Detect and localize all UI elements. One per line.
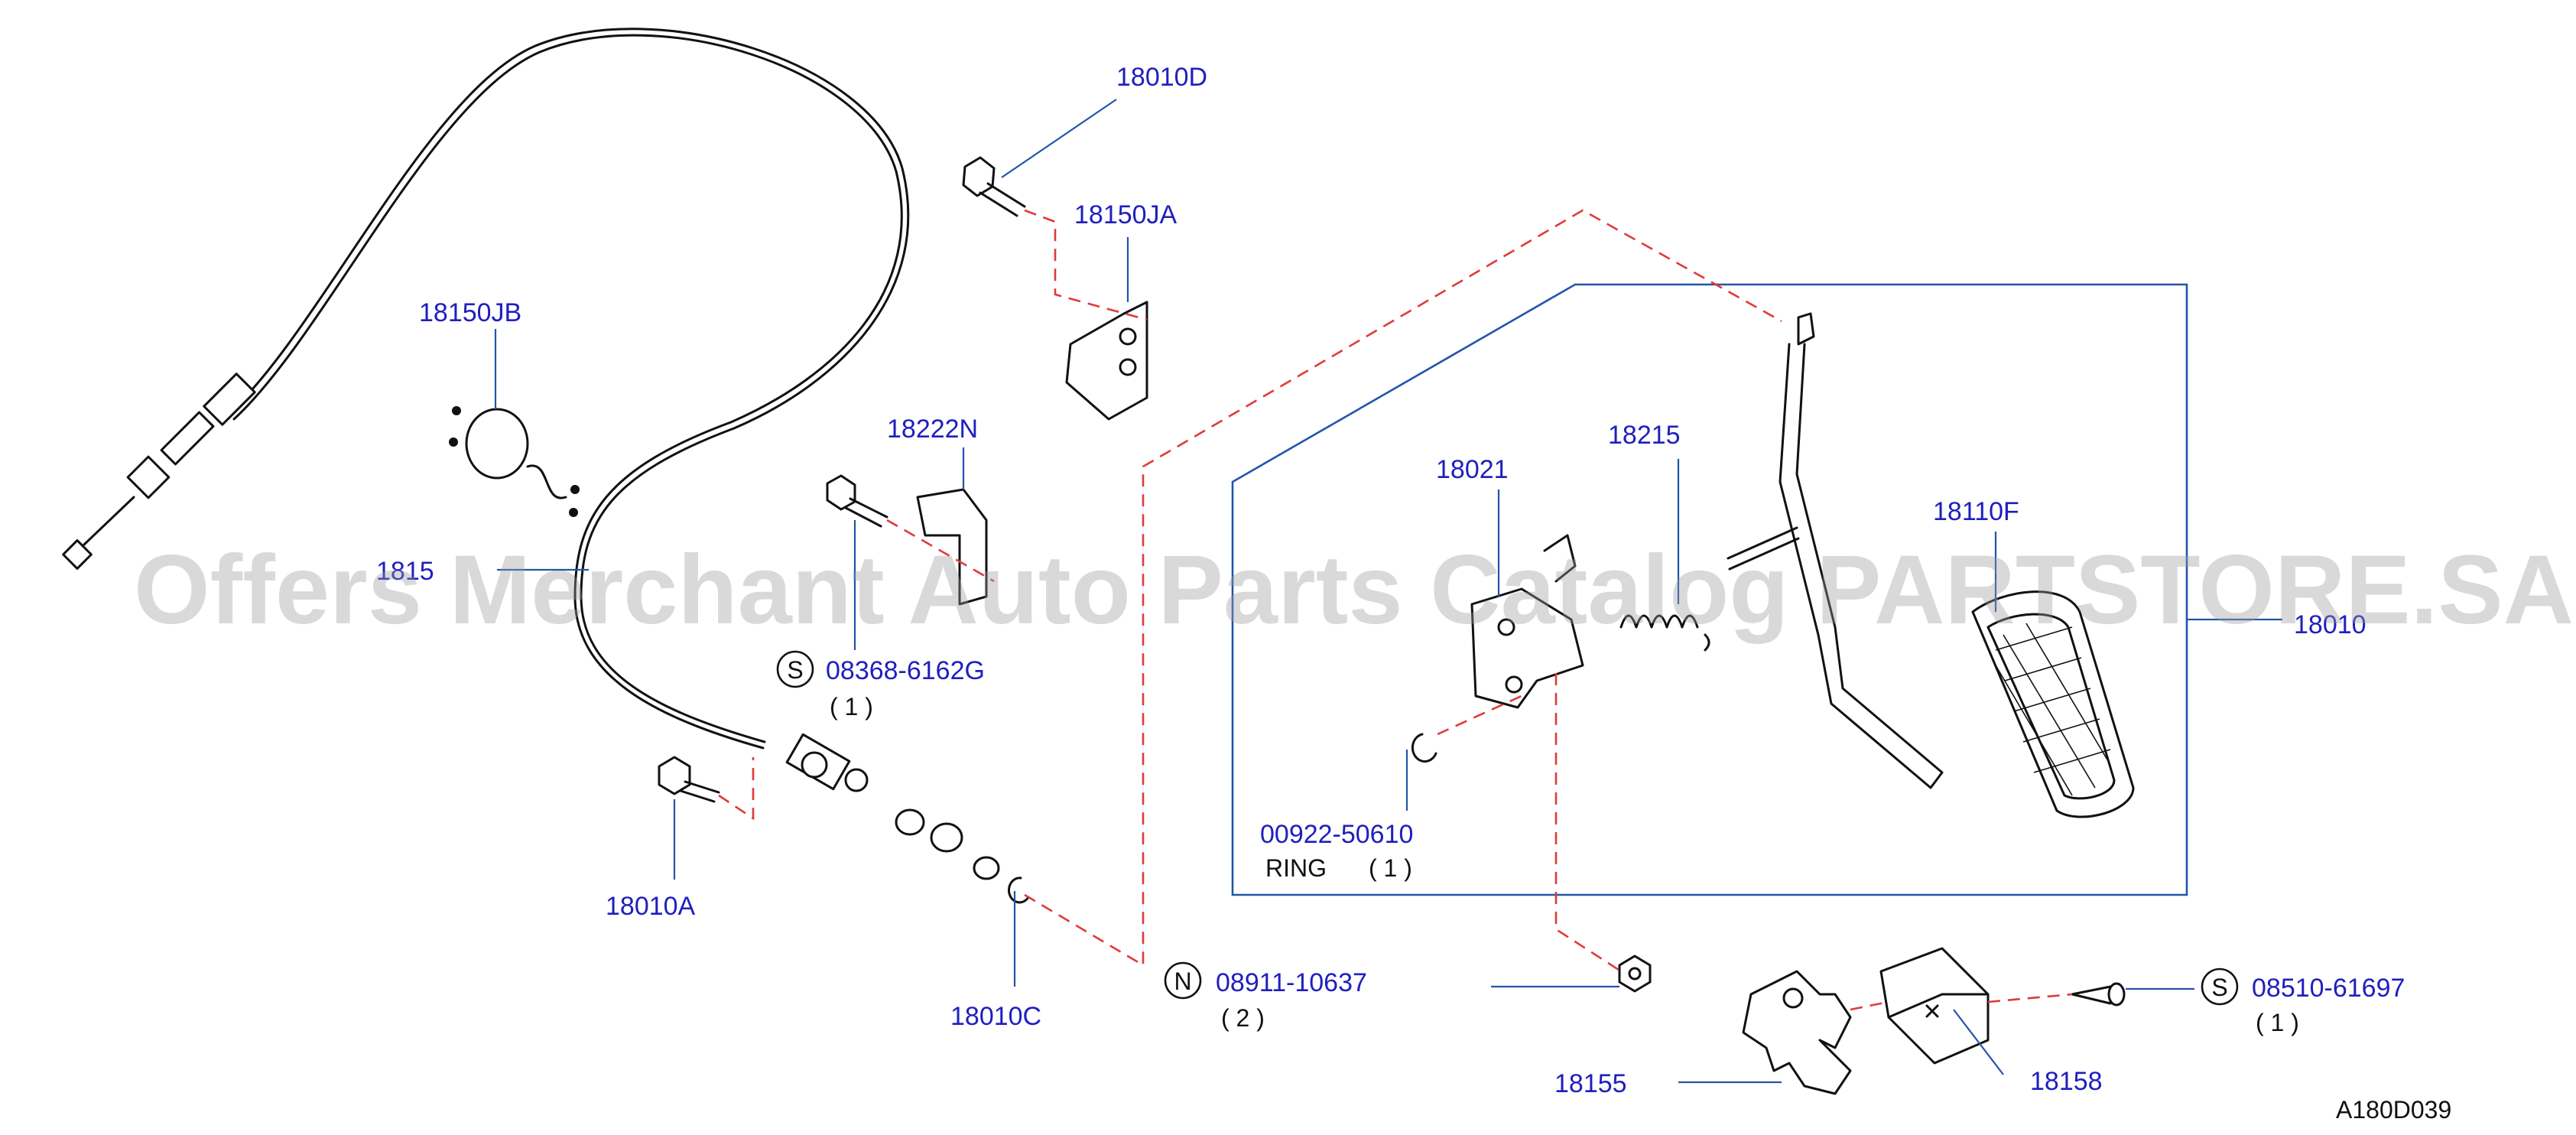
figure-code: A180D039 xyxy=(2336,1096,2451,1124)
qty-08911-10637: ( 2 ) xyxy=(1221,1004,1265,1032)
label-ring: RING xyxy=(1265,854,1327,882)
spring-18215 xyxy=(1619,614,1710,652)
label-18010d: 18010D xyxy=(1116,63,1207,92)
screw-08510-61697 xyxy=(2071,982,2126,1007)
ring-00922-50610 xyxy=(1411,733,1437,763)
nut-08911-10637 xyxy=(1618,955,1652,993)
part-labels: 18010D 18150JA 18150JB 18222N 1815 S 083… xyxy=(376,63,2451,1124)
symbol-s-2: S xyxy=(2211,974,2227,1001)
label-18215: 18215 xyxy=(1608,421,1681,450)
symbol-n-circle xyxy=(1164,961,1202,1000)
bolt-18010d xyxy=(962,156,1026,217)
qty-08368-6162g: ( 1 ) xyxy=(830,693,873,720)
leader-lines xyxy=(494,99,2282,1084)
label-18110f: 18110F xyxy=(1933,497,2019,526)
pedal-arm xyxy=(1727,312,1944,789)
label-08368-6162g: 08368-6162G xyxy=(826,656,985,685)
label-08510-61697: 08510-61697 xyxy=(2252,974,2405,1003)
label-18010: 18010 xyxy=(2294,610,2366,639)
symbol-s-circle xyxy=(776,650,814,688)
pedal-assembly-box xyxy=(1231,283,2188,896)
cable-end-hardware xyxy=(895,808,1030,904)
label-18010c: 18010C xyxy=(950,1002,1041,1031)
alignment-dashes xyxy=(718,209,2073,1011)
symbol-s: S xyxy=(787,656,803,684)
label-18155: 18155 xyxy=(1554,1069,1627,1098)
accelerator-cable xyxy=(62,28,910,792)
bracket-18150ja xyxy=(1065,301,1148,421)
bracket-18222n xyxy=(916,488,988,606)
label-18010a: 18010A xyxy=(606,892,696,921)
symbol-n: N xyxy=(1174,968,1191,995)
bolt-08368-6162g xyxy=(826,474,888,528)
label-18150: 1815 xyxy=(376,557,434,586)
watermark-text: Offers Merchant Auto Parts Catalog PARTS… xyxy=(134,535,2574,645)
bolt-18010a xyxy=(658,756,720,803)
stopper-18158 xyxy=(1879,947,1990,1065)
label-18150ja: 18150JA xyxy=(1074,200,1178,229)
qty-08510-61697: ( 1 ) xyxy=(2256,1009,2299,1036)
clip-18150jb xyxy=(449,406,580,517)
label-00922-50610: 00922-50610 xyxy=(1260,820,1413,849)
symbol-s-circle-2 xyxy=(2201,968,2239,1006)
label-18222n: 18222N xyxy=(887,415,978,444)
label-08911-10637: 08911-10637 xyxy=(1216,968,1367,997)
pedal-pad-18110f xyxy=(1971,590,2135,818)
label-18150jb: 18150JB xyxy=(419,298,521,327)
label-18158: 18158 xyxy=(2030,1067,2103,1096)
lever-18155 xyxy=(1742,970,1852,1095)
qty-ring: ( 1 ) xyxy=(1369,854,1412,882)
pedal-bracket-18021 xyxy=(1470,534,1584,709)
label-18021: 18021 xyxy=(1436,455,1509,484)
